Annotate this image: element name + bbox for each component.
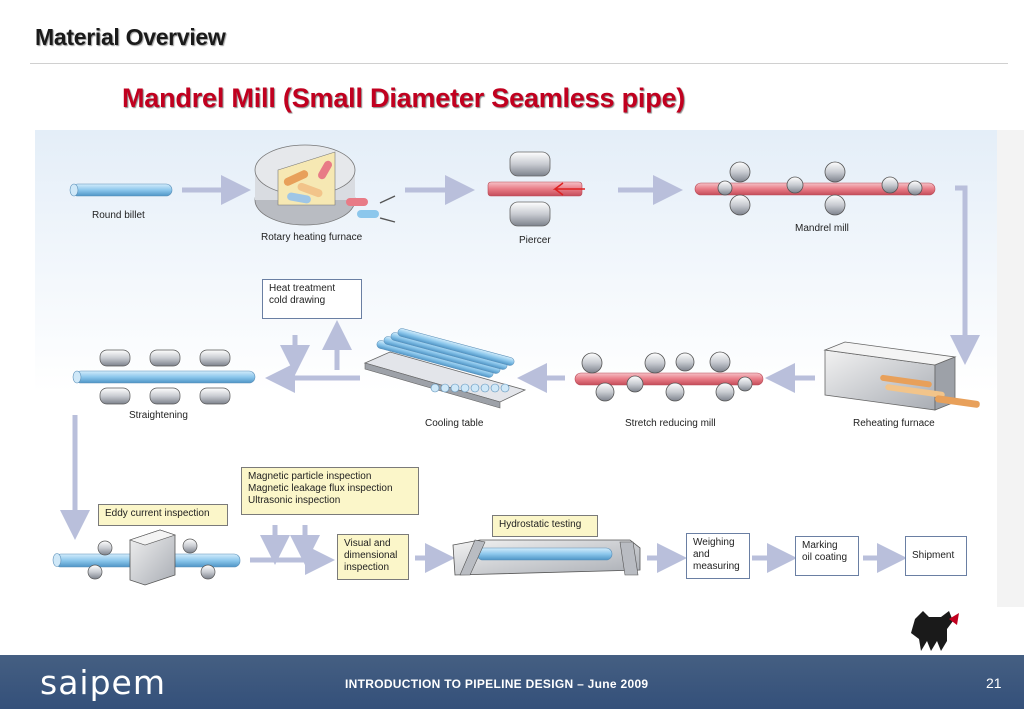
label-cooling-table: Cooling table — [425, 418, 484, 429]
footer-caption: INTRODUCTION TO PIPELINE DESIGN – June 2… — [345, 677, 649, 691]
inspection-arrows — [260, 525, 320, 565]
heat-treatment-arrows — [265, 320, 360, 393]
arrow-mandrel-reheat — [950, 185, 980, 365]
visual-line-1: Visual and — [344, 538, 391, 549]
box-hydrostatic: Hydrostatic testing — [492, 515, 598, 537]
saipem-logo: saipem — [40, 663, 166, 702]
eddy-current-label: Eddy current inspection — [105, 508, 210, 519]
piercer-graphic — [487, 151, 585, 227]
marking-line-2: oil coating — [802, 552, 848, 563]
box-weighing: Weighing and measuring — [686, 533, 750, 579]
furnace-exit-arrow — [379, 217, 396, 223]
furnace-feed-arrow — [379, 195, 396, 204]
round-billet-graphic — [69, 183, 173, 197]
process-diagram: Round billet Rotary heating furnace Pier… — [35, 130, 997, 607]
shipment-label: Shipment — [912, 550, 955, 561]
eddy-current-graphic — [52, 529, 241, 586]
heat-treatment-line-2: cold drawing — [269, 295, 326, 306]
slide-title: Material Overview — [35, 24, 226, 50]
box-inspections: Magnetic particle inspection Magnetic le… — [241, 467, 419, 515]
box-shipment: Shipment — [905, 536, 967, 576]
label-mandrel-mill: Mandrel mill — [795, 223, 849, 234]
weighing-line-1: Weighing — [693, 537, 735, 548]
stretch-reducing-mill-graphic — [574, 351, 764, 402]
hydrostatic-label: Hydrostatic testing — [499, 519, 582, 530]
rotary-furnace-graphic — [254, 144, 379, 226]
box-visual-inspection: Visual and dimensional inspection — [337, 534, 409, 580]
label-reheating-furnace: Reheating furnace — [853, 418, 935, 429]
visual-line-3: inspection — [344, 562, 390, 573]
box-marking: Marking oil coating — [795, 536, 859, 576]
straightening-graphic — [72, 349, 256, 405]
weighing-line-2: and — [693, 549, 710, 560]
label-rotary-furnace: Rotary heating furnace — [261, 232, 363, 243]
six-legged-dog-icon — [911, 611, 959, 651]
marking-line-1: Marking — [802, 540, 838, 551]
reheating-furnace-graphic — [823, 341, 980, 411]
label-round-billet: Round billet — [92, 210, 145, 221]
hydrostatic-graphic — [452, 539, 641, 576]
cooling-table-graphic — [363, 328, 527, 409]
label-straightening: Straightening — [129, 410, 188, 421]
mandrel-mill-graphic — [694, 161, 936, 216]
box-heat-treatment: Heat treatment cold drawing — [262, 279, 362, 319]
inspection-line-1: Magnetic particle inspection — [248, 471, 372, 482]
box-eddy-current: Eddy current inspection — [98, 504, 228, 526]
weighing-line-3: measuring — [693, 561, 740, 572]
footer-bar: saipem INTRODUCTION TO PIPELINE DESIGN –… — [0, 655, 1024, 709]
slide-subtitle: Mandrel Mill (Small Diameter Seamless pi… — [122, 83, 686, 113]
label-piercer: Piercer — [519, 235, 551, 246]
label-stretch-reducing: Stretch reducing mill — [625, 418, 716, 429]
background-watermark — [997, 130, 1024, 607]
diagram-graphics — [52, 144, 980, 586]
visual-line-2: dimensional — [344, 550, 398, 561]
title-divider — [30, 63, 1008, 64]
inspection-line-3: Ultrasonic inspection — [248, 495, 341, 506]
page-number: 21 — [986, 675, 1002, 691]
heat-treatment-line-1: Heat treatment — [269, 283, 336, 294]
inspection-line-2: Magnetic leakage flux inspection — [248, 483, 393, 494]
